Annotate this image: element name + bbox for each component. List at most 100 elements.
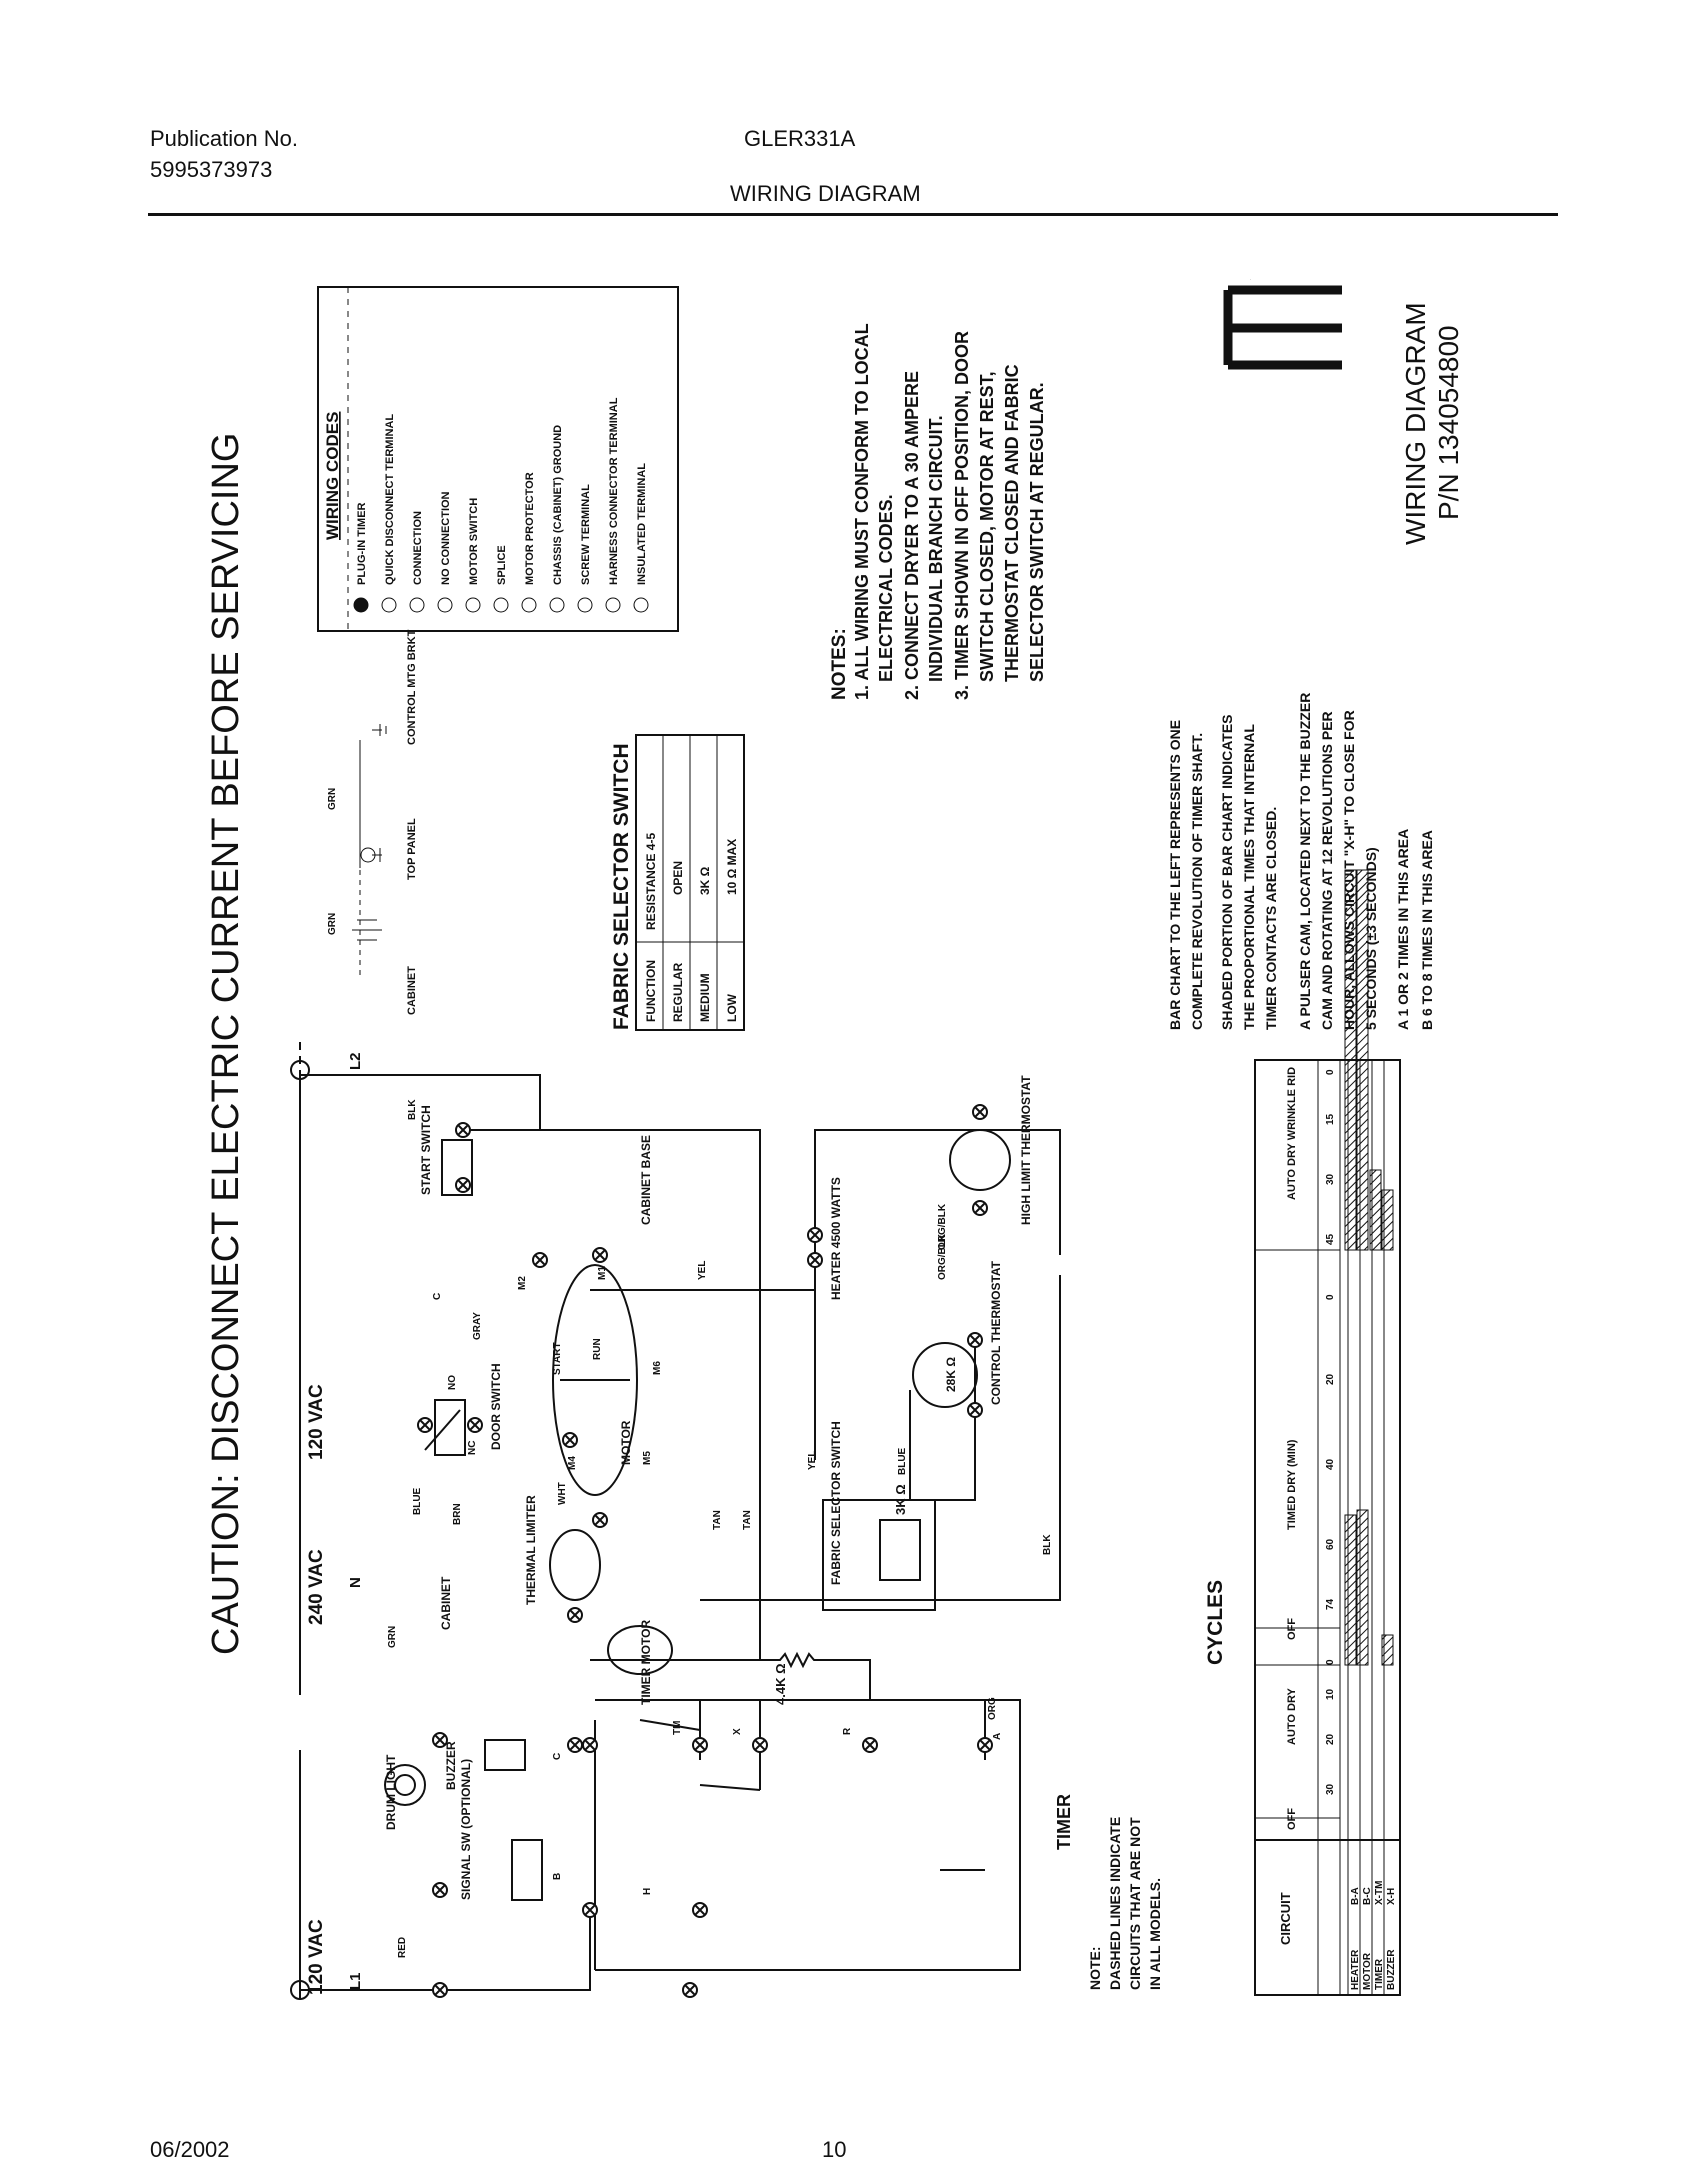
ground-grn-1: GRN — [327, 913, 338, 935]
wire-label: X — [732, 1728, 743, 1735]
terminal-mark — [457, 1124, 469, 1136]
schematic-label-timer: TIMER — [1054, 1794, 1074, 1850]
terminal-mark — [969, 1404, 981, 1416]
wire-label: TAN — [712, 1510, 723, 1530]
wiring-code-symbol-icon — [381, 597, 397, 613]
wire-label: RED — [397, 1937, 408, 1958]
cycle-bar — [1356, 869, 1369, 1251]
cycle-bar — [1381, 1634, 1394, 1666]
fabric-row-resistance: 10 Ω MAX — [725, 839, 739, 895]
notes-title: NOTES: — [829, 628, 850, 700]
terminal-mark — [594, 1514, 606, 1526]
terminal-mark — [754, 1739, 766, 1751]
schematic-label-v120b: 120 VAC — [306, 1384, 327, 1460]
cycle-circuit-code: X-TM — [1374, 1881, 1385, 1905]
cycle-tick: 15 — [1325, 1113, 1336, 1125]
cycle-bar — [1381, 1189, 1394, 1251]
cycle-tick: 0 — [1325, 1659, 1336, 1665]
terminal-mark — [434, 1734, 446, 1746]
doc-id-title: WIRING DIAGRAM — [1400, 302, 1431, 545]
wire-label: NO — [447, 1375, 458, 1390]
cycle-tick: 10 — [1325, 1688, 1336, 1700]
note-line: 2. CONNECT DRYER TO A 30 AMPERE — [902, 371, 922, 700]
wiring-code-item: QUICK DISCONNECT TERMINAL — [384, 414, 396, 585]
terminal-mark — [564, 1434, 576, 1446]
wire-label: M6 — [652, 1361, 663, 1375]
schematic-label-l2: L2 — [347, 1052, 364, 1070]
wire-label: TM — [672, 1721, 683, 1735]
cycle-circuit-code: X-H — [1386, 1888, 1397, 1905]
fabric-selector-table: FABRIC SELECTOR SWITCH FUNCTIONRESISTANC… — [610, 734, 745, 1031]
terminal-mark — [434, 1884, 446, 1896]
schematic-label-drum-light: DRUM LIGHT — [384, 1754, 398, 1830]
schematic-label-heater: HEATER 4500 WATTS — [829, 1177, 843, 1300]
wiring-code-item: CHASSIS (CABINET) GROUND — [552, 425, 564, 585]
note-line: SELECTOR SWITCH AT REGULAR. — [1027, 382, 1047, 682]
terminal-mark — [457, 1179, 469, 1191]
terminal-mark — [684, 1984, 696, 1996]
wire-label: START — [552, 1342, 563, 1375]
note-line: 1. ALL WIRING MUST CONFORM TO LOCAL — [852, 323, 872, 700]
wire-label: RUN — [592, 1338, 603, 1360]
footer-date: 06/2002 — [150, 2137, 230, 2162]
fabric-table-title: FABRIC SELECTOR SWITCH — [610, 743, 633, 1030]
wire-label: TAN — [742, 1510, 753, 1530]
wire-label: ORG/BLK — [937, 1233, 948, 1280]
cycle-circuit-name: HEATER — [1350, 1949, 1361, 1990]
letter-e: E — [1250, 279, 1251, 281]
cycle-bar — [1356, 1509, 1369, 1666]
terminal-mark — [694, 1904, 706, 1916]
terminal-mark — [534, 1254, 546, 1266]
terminal-mark — [694, 1739, 706, 1751]
dashed-note-line: CIRCUITS THAT ARE NOT — [1127, 1817, 1143, 1990]
fabric-row-function: MEDIUM — [698, 973, 712, 1022]
wire-label: BLK — [407, 1099, 418, 1120]
caution-text: CAUTION: DISCONNECT ELECTRIC CURRENT BEF… — [205, 433, 247, 1656]
bar-note-line: BAR CHART TO THE LEFT REPRESENTS ONE — [1167, 720, 1183, 1030]
schematic-label-fabric-switch: FABRIC SELECTOR SWITCH — [829, 1421, 843, 1585]
notes-block: NOTES: 1. ALL WIRING MUST CONFORM TO LOC… — [829, 323, 1047, 700]
cycle-bar — [1369, 1169, 1382, 1251]
wiring-code-item: MOTOR SWITCH — [468, 498, 480, 585]
terminal-mark — [469, 1419, 481, 1431]
wire-label: ORG/BLK — [937, 1203, 948, 1250]
cycle-bar — [1344, 869, 1357, 1251]
note-line: 3. TIMER SHOWN IN OFF POSITION, DOOR — [952, 331, 972, 700]
ground-section: CABINET GRN TOP PANEL GRN CONTROL MTG BR… — [327, 629, 418, 1015]
cycle-group-label: OFF — [1286, 1618, 1298, 1640]
schematic-label-control-thermostat: CONTROL THERMOSTAT — [989, 1260, 1003, 1405]
wiring-codes-title: WIRING CODES — [323, 412, 342, 540]
footer-page: 10 — [822, 2137, 846, 2162]
terminal-mark — [569, 1609, 581, 1621]
cycle-tick: 30 — [1325, 1173, 1336, 1185]
publication-label: Publication No. — [150, 126, 298, 151]
schematic-label-v240: 240 VAC — [306, 1549, 327, 1625]
cycle-group-label: TIMED DRY (MIN) — [1286, 1439, 1298, 1530]
wiring-code-symbol-icon — [409, 597, 425, 613]
cycles-circuit-label: CIRCUIT — [1278, 1892, 1293, 1945]
wire-label: M4 — [567, 1456, 578, 1470]
wiring-code-symbol-icon — [577, 597, 593, 613]
schematic-label-l1: L1 — [347, 1972, 364, 1990]
fabric-header-function: FUNCTION — [644, 960, 658, 1022]
cycle-circuit-name: TIMER — [1374, 1958, 1385, 1990]
wiring-code-item: MOTOR PROTECTOR — [524, 472, 536, 585]
wire-label: WHT — [557, 1482, 568, 1505]
doc-id-part-number: P/N 134054800 — [1433, 325, 1464, 520]
schematic-label-thermal-limiter: THERMAL LIMITER — [524, 1495, 538, 1605]
schematic-label-n: N — [347, 1577, 364, 1588]
wire-label: BLK — [1042, 1534, 1053, 1555]
header-rule — [148, 213, 1558, 216]
document-id: E WIRING DIAGRAM P/N 134054800 — [1223, 279, 1464, 545]
wiring-code-item: SCREW TERMINAL — [580, 484, 592, 585]
wire-label: GRAY — [472, 1312, 483, 1340]
cycle-tick: 40 — [1325, 1458, 1336, 1470]
ground-control-label: CONTROL MTG BRKT — [406, 629, 418, 745]
schematic-label-v120a: 120 VAC — [306, 1919, 327, 1995]
cycle-tick: 30 — [1325, 1783, 1336, 1795]
bar-note-line: COMPLETE REVOLUTION OF TIMER SHAFT. — [1189, 733, 1205, 1030]
terminal-mark — [584, 1904, 596, 1916]
wiring-code-item: NO CONNECTION — [440, 491, 452, 585]
schematic-label-start-switch: START SWITCH — [419, 1105, 433, 1195]
